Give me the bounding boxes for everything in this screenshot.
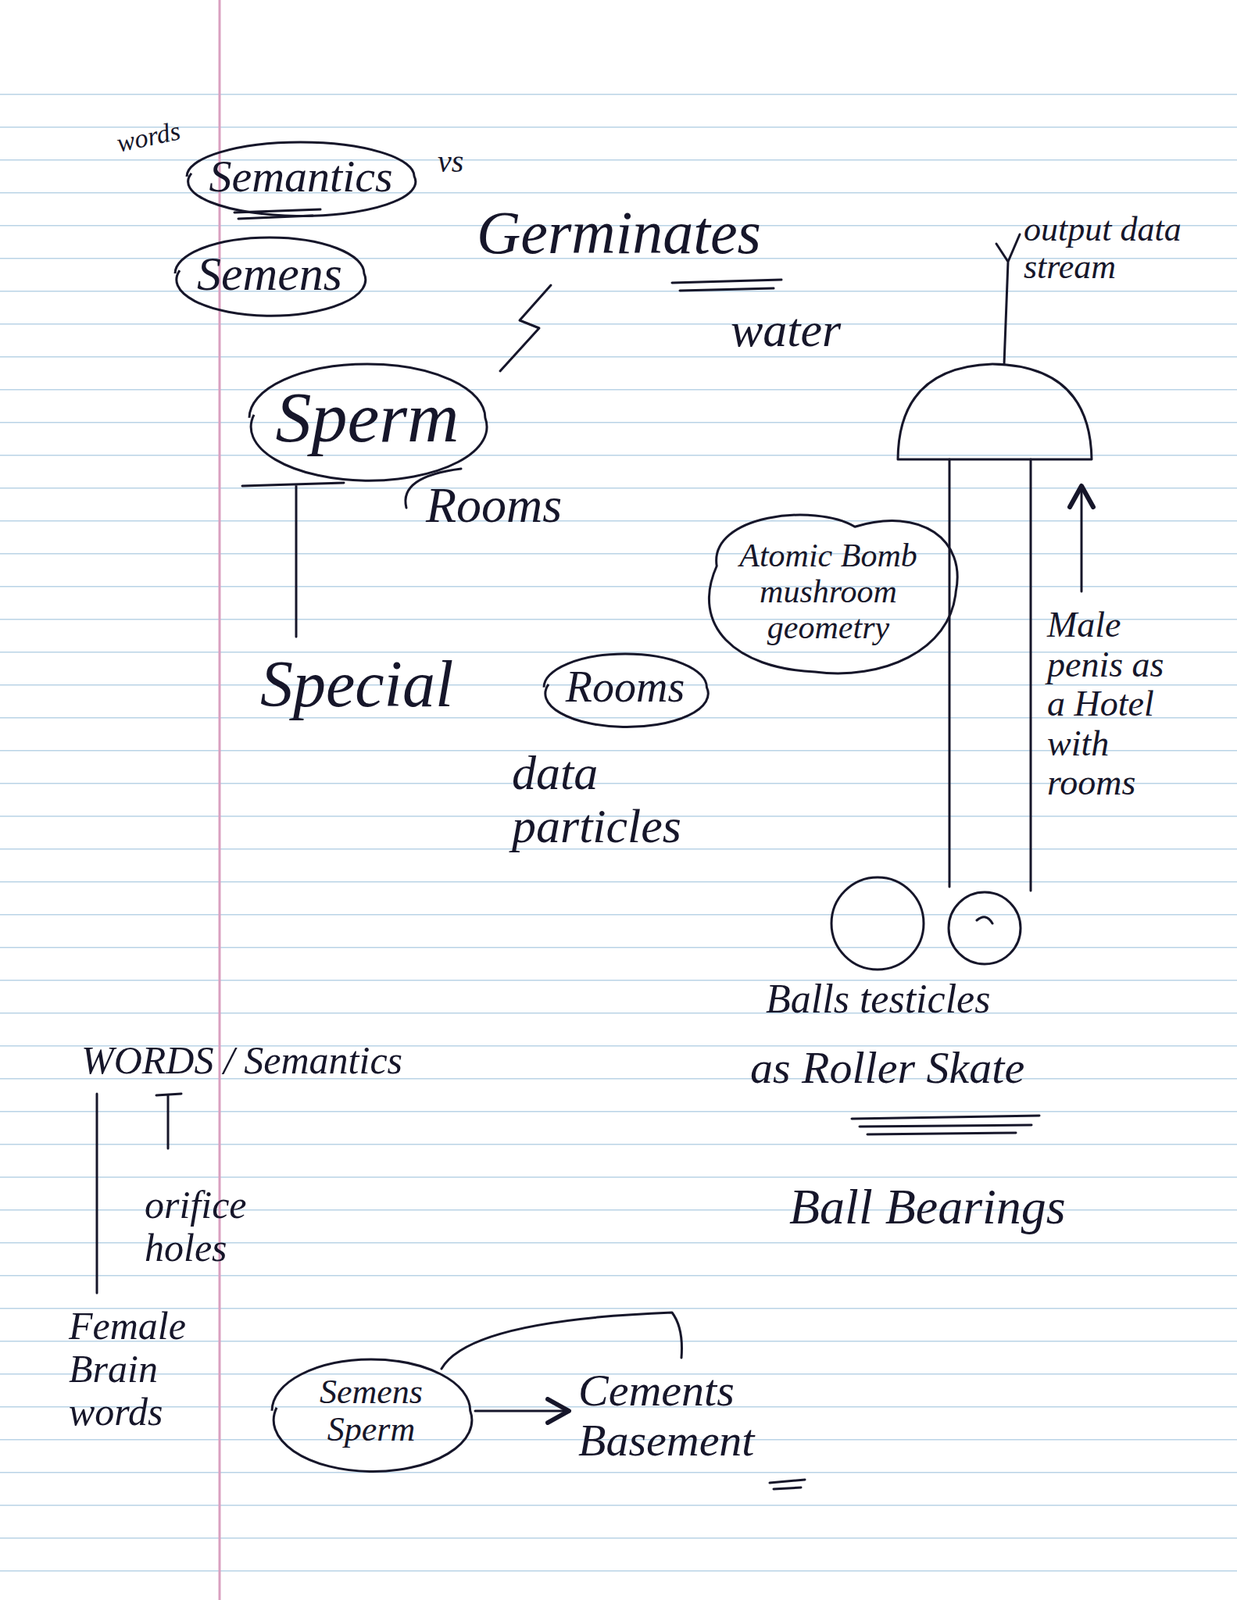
underline	[672, 279, 782, 291]
handwritten-note: Ball Bearings	[789, 1179, 1066, 1235]
handwritten-note: Balls testicles	[765, 976, 991, 1022]
output-stroke	[996, 234, 1020, 365]
t-bar	[242, 482, 344, 637]
node-text: Semantics	[185, 151, 416, 202]
node-text: Atomic Bomb mushroom geometry	[730, 537, 926, 647]
arrow	[475, 1410, 567, 1413]
handwritten-note: Male penis as a Hotel with rooms	[1047, 605, 1165, 804]
handwritten-note: Female Brain words	[68, 1304, 202, 1434]
circled-word: Atomic Bomb mushroom geometry	[695, 506, 962, 678]
circled-word: Semens Sperm	[270, 1358, 472, 1464]
node-text: Rooms	[542, 663, 708, 712]
handwritten-note: WORDS / Semantics	[81, 1039, 403, 1083]
handwritten-note: Rooms	[425, 478, 562, 533]
handwritten-note: orifice holes	[144, 1183, 262, 1270]
handwritten-note: as Roller Skate	[750, 1043, 1025, 1094]
ball	[831, 877, 924, 970]
underline	[769, 1480, 805, 1490]
handwritten-note: vs	[437, 144, 464, 179]
handwritten-note: Special	[260, 648, 454, 721]
ball	[948, 892, 1021, 965]
handwritten-note: Germinates	[476, 199, 762, 267]
circled-word: Sperm	[247, 362, 487, 474]
circle-stroke	[271, 1359, 472, 1473]
mushroom-cap	[897, 364, 1092, 460]
up-arrow	[1080, 488, 1084, 592]
arc-line	[441, 1312, 683, 1370]
underline	[851, 1115, 1040, 1135]
node-text: Sperm	[247, 378, 487, 458]
handwritten-note: output data stream	[1023, 210, 1204, 287]
zigzag-line	[500, 285, 551, 372]
ball-mark	[976, 917, 993, 924]
shaft	[949, 459, 1031, 891]
circled-word: Rooms	[542, 652, 708, 723]
circle-stroke	[708, 514, 958, 674]
node-text: Semens Sperm	[296, 1373, 446, 1450]
handwritten-note: water	[730, 303, 841, 357]
handwritten-note: Cements Basement	[578, 1365, 844, 1466]
circled-word: Semens	[173, 235, 366, 312]
node-text: Semens	[173, 246, 366, 301]
handwritten-note: data particles	[511, 746, 762, 853]
circled-word: Semantics	[185, 140, 416, 213]
